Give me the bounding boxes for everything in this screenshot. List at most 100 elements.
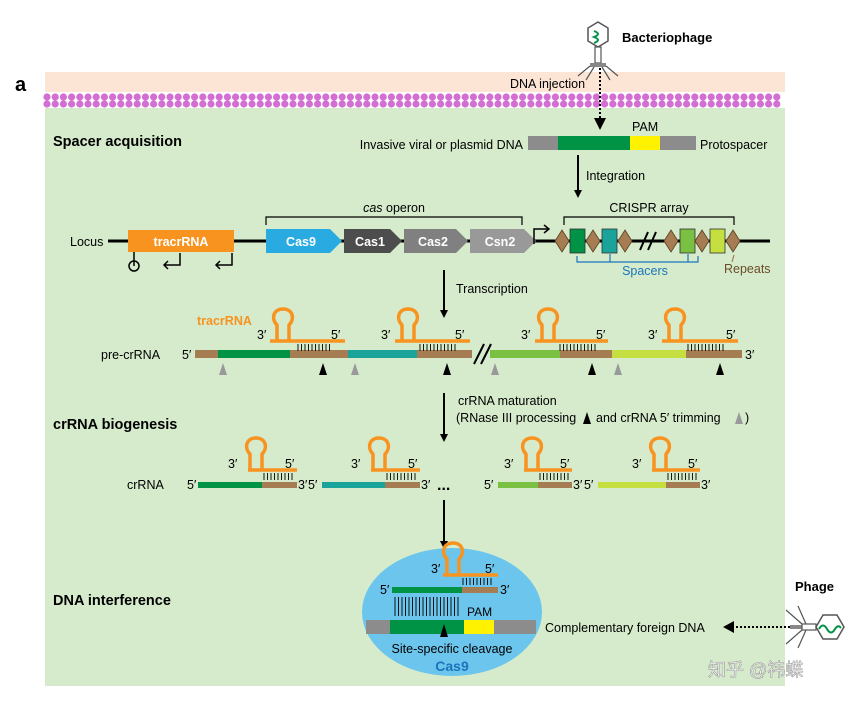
crispr-array [554, 228, 741, 254]
gene-cas9 [266, 229, 342, 253]
lipid-head [125, 93, 133, 101]
lipid-head [396, 93, 404, 101]
lipid-head [141, 100, 149, 108]
lipid-head [264, 93, 272, 101]
tracrrna-label: tracrRNA [197, 314, 252, 328]
injection-arrowhead [594, 118, 606, 130]
lipid-head [633, 93, 642, 101]
lipid-head [314, 100, 322, 108]
lipid-head [330, 93, 338, 101]
lipid-head [322, 100, 330, 108]
lipid-head [248, 100, 256, 108]
lipid-head [404, 100, 412, 108]
break-mark [473, 343, 485, 365]
panel-label: a [15, 74, 27, 96]
pre-crrna-unit-3-tracrrna [535, 307, 608, 343]
lipid-head [773, 93, 781, 101]
lipid-head [191, 93, 199, 101]
lipid-head [305, 100, 313, 108]
lipid-head [543, 93, 551, 101]
lipid-head [191, 100, 199, 108]
lipid-head [527, 93, 535, 101]
lipid-head [363, 100, 371, 108]
trimming-triangle-icon [735, 412, 743, 424]
complex-crrna-3prime: 3′ [500, 583, 510, 597]
lipid-head [740, 93, 748, 101]
promoter-arrow-icon-2 [214, 253, 233, 270]
lipid-head [166, 93, 174, 101]
lipid-head [174, 93, 182, 101]
lipid-head [240, 93, 248, 101]
lipid-head [297, 100, 305, 108]
spacers-bracket-ticks [609, 254, 689, 262]
lipid-head [51, 93, 59, 101]
lipid-head [625, 93, 633, 101]
lipid-head [461, 93, 469, 101]
crispr-promoter-icon [533, 224, 551, 244]
foreign-dna-label: Complementary foreign DNA [545, 621, 705, 635]
lipid-head [478, 93, 486, 101]
complex-tracr-5prime: 5′ [485, 562, 495, 576]
lipid-head [289, 93, 297, 101]
lipid-head [100, 100, 108, 108]
lipid-head [92, 93, 100, 101]
maturation-line2a: (RNase III processing [456, 411, 576, 425]
lipid-head [568, 100, 576, 108]
lipid-head [773, 100, 781, 108]
lipid-head [330, 100, 338, 108]
lipid-head [420, 100, 428, 108]
target-dna-flank [366, 620, 390, 634]
crrna-unit-4-spacer [598, 482, 666, 488]
transcription-label: Transcription [456, 282, 528, 296]
lipid-head [576, 100, 584, 108]
pre-crrna-segment [686, 350, 742, 358]
lipid-head [355, 93, 363, 101]
pre-crrna-segment [290, 350, 348, 358]
spacer-block [601, 228, 618, 254]
lipid-head [92, 100, 100, 108]
lipid-head [166, 100, 174, 108]
lipid-head [486, 93, 494, 101]
pre-crrna-unit-1-tracrrna [270, 307, 345, 343]
complex-tracrrna [441, 541, 498, 577]
lipid-head [478, 100, 486, 108]
crrna-label: crRNA [127, 478, 164, 492]
lipid-head [363, 93, 371, 101]
gene-csn2 [470, 229, 536, 253]
crrna-ellipsis: ... [437, 477, 450, 494]
gene-cas1 [344, 229, 402, 253]
pre-crrna-unit-1-tracr-5prime: 5′ [331, 328, 341, 342]
lipid-head [174, 100, 182, 108]
lipid-head [584, 93, 592, 101]
lipid-head [199, 100, 207, 108]
cas9-crrna-complex: 3′5′5′3′ [366, 541, 536, 637]
lipid-head [560, 100, 568, 108]
spacers-bracket [576, 256, 699, 263]
crrna-unit-3-5prime: 5′ [484, 478, 494, 492]
lipid-head [633, 100, 642, 108]
lipid-head [248, 93, 256, 101]
spacer-block [569, 228, 586, 254]
lipid-head [158, 93, 166, 101]
lipid-head [43, 100, 51, 108]
lipid-head [371, 93, 379, 101]
pre-crrna-segment [612, 350, 686, 358]
integration-label: Integration [586, 169, 645, 183]
crrna-unit-1-tracrrna [244, 436, 297, 472]
pre-crrna-unit-2-tracr-3prime: 3′ [381, 328, 391, 342]
lipid-head [642, 100, 650, 108]
crispr-array-bracket [563, 216, 735, 225]
lipid-head [445, 93, 453, 101]
pre-crrna-segment [490, 350, 560, 358]
repeat-diamond [725, 229, 741, 253]
lipid-head [322, 93, 330, 101]
lipid-head [223, 100, 231, 108]
crrna-unit-2-tracr-3prime: 3′ [351, 457, 361, 471]
lipid-head [125, 100, 133, 108]
lipid-head [699, 93, 707, 101]
lipid-head [527, 100, 535, 108]
section-dna-interference: DNA interference [53, 593, 171, 609]
trimming-site [614, 363, 622, 375]
lipid-head [494, 93, 502, 101]
lipid-head [150, 93, 158, 101]
